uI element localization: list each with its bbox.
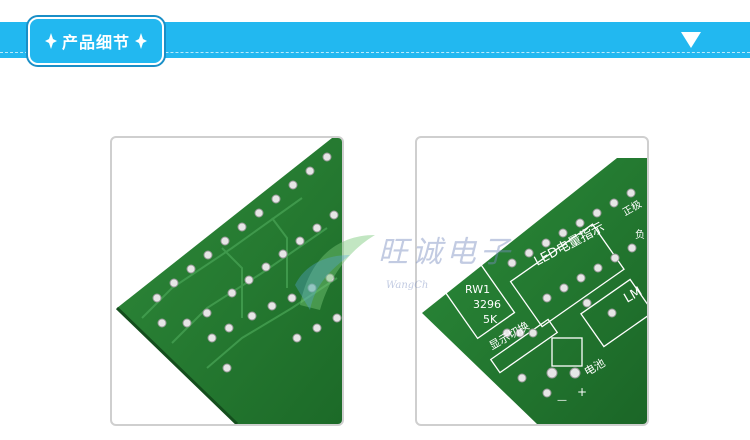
silkscreen-3296: 3296 (473, 298, 501, 311)
silkscreen-plus: + (577, 385, 587, 399)
star-ornament-icon (44, 33, 57, 49)
pcb-front-image: LED电量指示 RW1 3296 5K 显示切换 电池 正极 负 + — LM (422, 158, 647, 424)
section-title-badge: 产品细节 (28, 17, 164, 65)
triangle-down-icon[interactable] (680, 31, 702, 49)
star-ornament-icon (135, 33, 147, 49)
pcb-photo-back (110, 136, 344, 426)
banner-stripe (0, 52, 750, 53)
silkscreen-5k: 5K (483, 313, 498, 326)
pcb-photo-front: LED电量指示 RW1 3296 5K 显示切换 电池 正极 负 + — LM (415, 136, 649, 426)
pcb-back-image (115, 138, 342, 424)
silkscreen-minus: — (557, 395, 567, 406)
page-title: 产品细节 (61, 33, 130, 52)
silkscreen-rw1: RW1 (465, 283, 490, 296)
silkscreen-neg: 负 (635, 228, 645, 241)
